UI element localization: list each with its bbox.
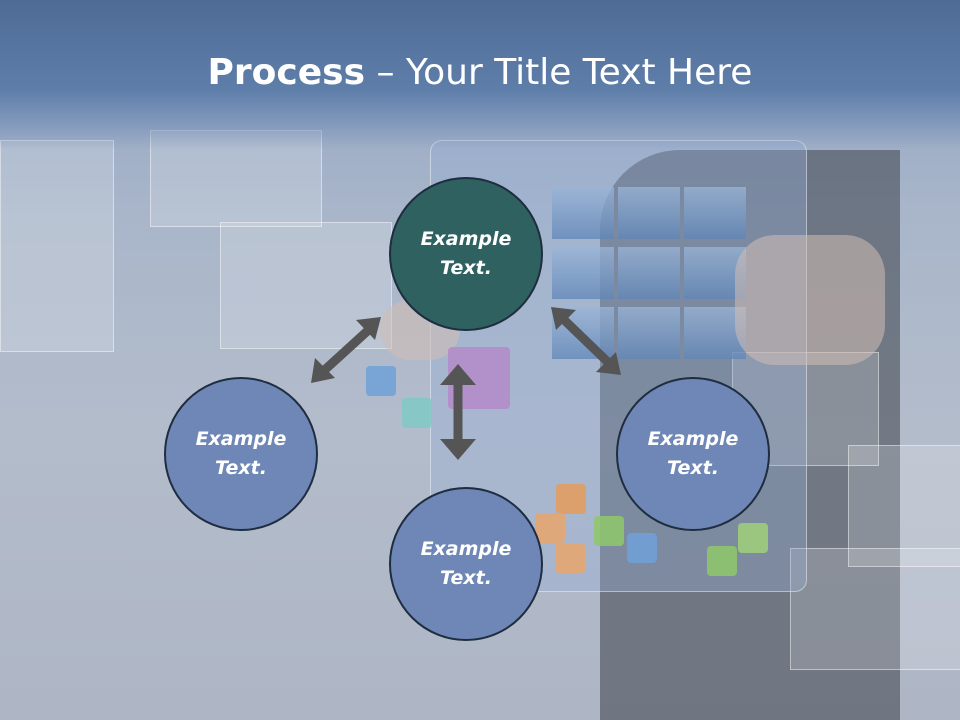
background-photo-network [0,140,114,352]
app-icon-cart [556,484,586,514]
title-bold: Process [207,52,366,93]
app-icon-cart [535,513,565,543]
arrow-vertical [440,364,476,460]
app-icon-wifi [594,516,624,546]
tablet-tile [552,187,614,239]
app-icon-home [627,533,657,563]
app-icon-tile [402,398,432,428]
tablet-tile [684,187,746,239]
hand-shape [735,235,885,365]
tablet-tile [618,247,680,299]
tablet-tile [552,247,614,299]
tablet-tile [618,187,680,239]
page-title: Process – Your Title Text Here [0,52,960,93]
arrow-top-right [551,307,621,375]
app-icon-video [366,366,396,396]
app-icon-mail [707,546,737,576]
title-rest: – Your Title Text Here [365,52,753,93]
app-icon-cart [555,543,585,573]
arrow-top-left [311,317,381,383]
background-photo-right [848,445,960,567]
title-band [0,0,960,150]
background-photo-bottom-right [790,548,960,670]
background-photo-businessman [220,222,392,349]
app-icon-mail [738,523,768,553]
tablet-tile [618,307,680,359]
